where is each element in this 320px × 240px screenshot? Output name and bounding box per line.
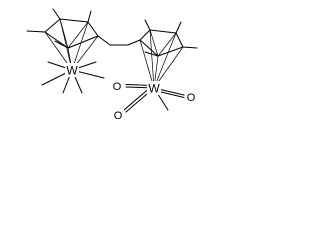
- left-cyclopentadienyl-ring: [26, 8, 99, 71]
- carbonyl-oxygen-right: O: [187, 92, 196, 104]
- right-cyclopentadienyl-ring: [139, 19, 198, 89]
- methyl-bond: [175, 21, 182, 34]
- methyl-bond: [52, 8, 61, 20]
- methyl-bond: [87, 10, 92, 23]
- organometallic-structure: W W O O O: [26, 8, 198, 122]
- methyl-bond: [26, 30, 46, 33]
- left-tungsten-label: W: [66, 64, 78, 78]
- carbonyl-oxygen-upper-left: O: [113, 81, 122, 93]
- ethylene-bridge: [97, 35, 141, 46]
- carbonyl-oxygen-lower: O: [114, 110, 123, 122]
- methyl-bond: [54, 40, 69, 49]
- right-tungsten-label: W: [148, 82, 160, 96]
- methyl-bond: [144, 19, 151, 31]
- methyl-bond: [182, 46, 198, 49]
